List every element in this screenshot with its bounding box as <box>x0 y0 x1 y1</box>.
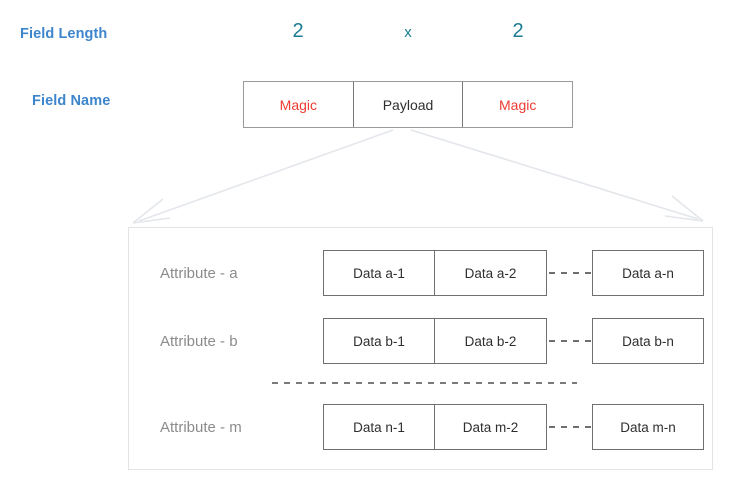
header-field-magic-left: Magic <box>244 82 353 127</box>
data-box-last: Data m-n <box>592 404 704 450</box>
data-box: Data b-1 <box>323 318 435 364</box>
attribute-row: Attribute - b Data b-1 Data b-2 Data b-n <box>160 318 704 364</box>
row-label-field-name: Field Name <box>32 93 111 109</box>
data-box-last: Data a-n <box>592 250 704 296</box>
data-ellipsis-icon <box>547 250 592 296</box>
attribute-name: Attribute - a <box>160 264 238 282</box>
attribute-name: Attribute - m <box>160 418 242 436</box>
data-box: Data n-1 <box>323 404 435 450</box>
attribute-data-group: Data b-1 Data b-2 Data b-n <box>323 318 704 364</box>
packet-header-frame: Magic Payload Magic <box>243 81 573 128</box>
row-label-field-length: Field Length <box>20 26 108 42</box>
field-length-value-magic-right: 2 <box>512 20 524 42</box>
attribute-row: Attribute - a Data a-1 Data a-2 Data a-n <box>160 250 704 296</box>
data-box: Data m-2 <box>435 404 547 450</box>
attribute-row: Attribute - m Data n-1 Data m-2 Data m-n <box>160 404 704 450</box>
data-ellipsis-icon <box>547 404 592 450</box>
data-box: Data b-2 <box>435 318 547 364</box>
rows-continuation-dotted-line <box>272 382 577 384</box>
data-box-last: Data b-n <box>592 318 704 364</box>
connector-arrow-left <box>132 129 394 224</box>
attribute-name: Attribute - b <box>160 332 238 350</box>
data-box: Data a-2 <box>435 250 547 296</box>
header-field-magic-right: Magic <box>462 82 573 127</box>
attribute-data-group: Data a-1 Data a-2 Data a-n <box>323 250 704 296</box>
connector-arrow-right <box>410 129 704 222</box>
data-box: Data a-1 <box>323 250 435 296</box>
field-length-value-magic-left: 2 <box>292 20 304 42</box>
header-field-payload: Payload <box>352 82 463 127</box>
data-ellipsis-icon <box>547 318 592 364</box>
field-length-value-payload: x <box>404 24 412 41</box>
attribute-data-group: Data n-1 Data m-2 Data m-n <box>323 404 704 450</box>
